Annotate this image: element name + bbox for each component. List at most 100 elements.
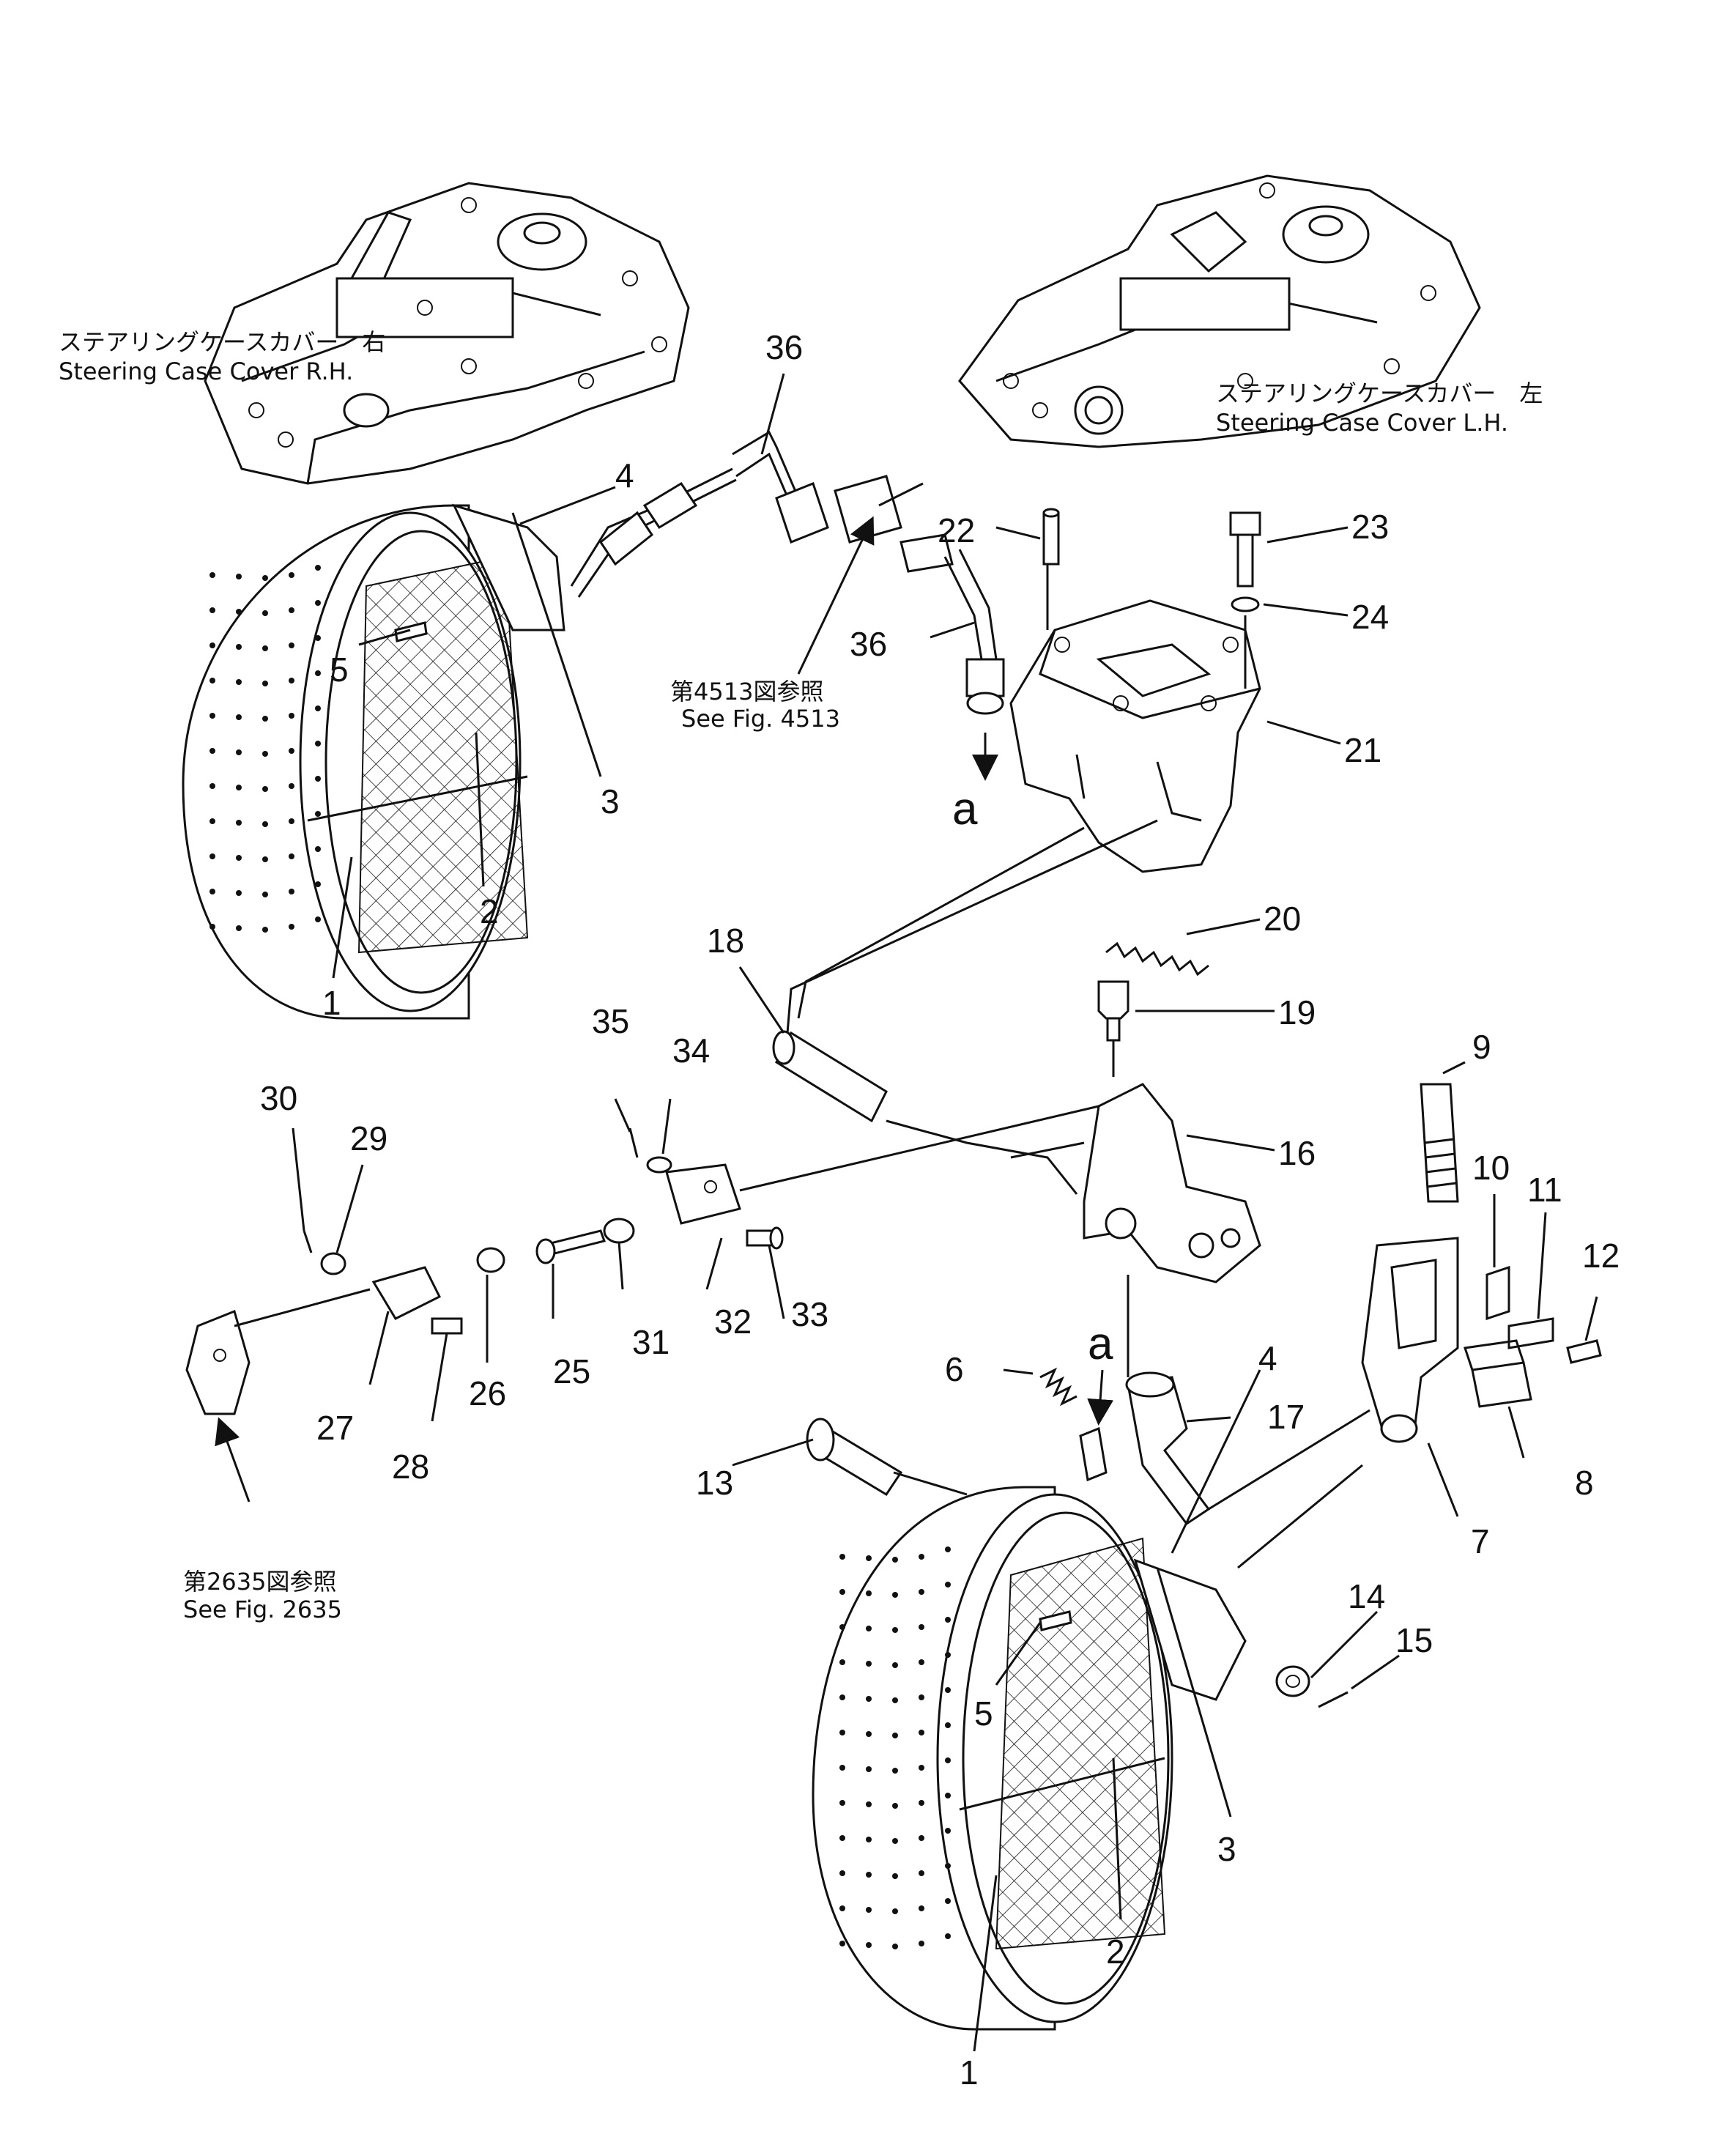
- band-hole: [839, 1554, 845, 1560]
- band-hole: [315, 811, 321, 817]
- callout-32: 32: [714, 1303, 752, 1341]
- band-hole: [262, 681, 268, 686]
- callout-4-lower: 4: [1258, 1339, 1277, 1377]
- clevis-27: [371, 1266, 442, 1320]
- band-hole: [236, 644, 242, 650]
- band-hole: [209, 818, 215, 824]
- band-hole: [315, 846, 321, 852]
- band-hole: [289, 713, 294, 719]
- callout-22: 22: [938, 511, 975, 549]
- pin-28: [431, 1317, 463, 1335]
- band-hole: [289, 607, 294, 613]
- brake-band-lower: [812, 1486, 1247, 2031]
- band-hole: [262, 610, 268, 616]
- arrows: [215, 516, 1114, 1503]
- callout-27: 27: [316, 1409, 354, 1447]
- band-hole: [289, 748, 294, 754]
- band-hole: [236, 749, 242, 755]
- band-hole: [892, 1768, 898, 1774]
- band-hole: [236, 925, 242, 931]
- callout-1-upper: 1: [322, 984, 341, 1022]
- cover-rh-note-jp: ステアリングケースカバー 右: [59, 328, 385, 356]
- callout-34: 34: [672, 1031, 710, 1070]
- band-hole: [315, 600, 321, 606]
- brake-band-upper: [182, 503, 565, 1020]
- band-hole: [209, 678, 215, 683]
- band-hole: [315, 565, 321, 571]
- band-hole: [945, 1757, 951, 1763]
- band-hole: [919, 1589, 924, 1595]
- band-hole: [919, 1554, 924, 1560]
- callout-5-upper: 5: [330, 651, 349, 689]
- band-hole: [945, 1863, 951, 1869]
- cover-rh-note-en: Steering Case Cover R.H.: [59, 358, 353, 385]
- band-hole: [839, 1730, 845, 1735]
- band-hole: [236, 574, 242, 579]
- band-hole: [892, 1944, 898, 1949]
- pin-33: [746, 1226, 784, 1250]
- band-hole: [839, 1659, 845, 1665]
- bolt-12: [1566, 1339, 1602, 1364]
- band-hole: [262, 716, 268, 722]
- band-hole: [945, 1687, 951, 1693]
- band-hole: [289, 678, 294, 683]
- band-hole: [315, 741, 321, 747]
- band-hole: [892, 1803, 898, 1809]
- band-holes-upper: [209, 565, 321, 933]
- washer-29: [320, 1252, 346, 1275]
- callout-3-upper: 3: [601, 782, 620, 820]
- band-hole: [209, 853, 215, 859]
- callout-2-upper: 2: [480, 892, 499, 930]
- band-hole: [839, 1765, 845, 1771]
- callout-labels: 1 2 3 4 5 36 36 22 23 24 21 20 19 18 35 …: [260, 328, 1620, 2092]
- callout-14: 14: [1348, 1577, 1385, 1615]
- band-hole: [945, 1793, 951, 1798]
- band-hole: [945, 1546, 951, 1552]
- washer-14: [1275, 1665, 1310, 1697]
- band-hole: [892, 1557, 898, 1563]
- band-hole: [945, 1582, 951, 1588]
- band-hole: [945, 1933, 951, 1939]
- band-hole: [919, 1941, 924, 1946]
- band-hole: [919, 1765, 924, 1771]
- callout-13: 13: [696, 1464, 733, 1502]
- band-hole: [892, 1627, 898, 1633]
- band-hole: [945, 1652, 951, 1658]
- band-hole: [866, 1590, 872, 1596]
- band-hole: [209, 889, 215, 894]
- callout-16: 16: [1278, 1134, 1316, 1172]
- callout-9: 9: [1472, 1028, 1491, 1066]
- callout-7: 7: [1471, 1522, 1490, 1560]
- bracket-10: [1485, 1265, 1510, 1321]
- callout-28: 28: [392, 1448, 429, 1486]
- band-hole: [209, 783, 215, 789]
- callout-30: 30: [260, 1079, 297, 1117]
- callout-1-lower: 1: [960, 2053, 979, 2092]
- band-hole: [866, 1661, 872, 1667]
- callout-5-lower: 5: [974, 1694, 993, 1733]
- band-hole: [209, 713, 215, 719]
- callout-18: 18: [707, 922, 744, 960]
- band-hole: [919, 1835, 924, 1841]
- band-hole: [866, 1837, 872, 1842]
- callout-24: 24: [1351, 598, 1389, 636]
- band-hole: [839, 1870, 845, 1876]
- band-hole: [866, 1801, 872, 1807]
- band-hole: [236, 714, 242, 720]
- callout-26: 26: [469, 1374, 506, 1412]
- band-hole: [919, 1624, 924, 1630]
- band-hole: [209, 607, 215, 613]
- nut-31: [603, 1218, 635, 1244]
- hose-assembly-upper: [570, 430, 1005, 715]
- link-7: [1361, 1237, 1459, 1443]
- band-hole: [209, 748, 215, 754]
- band-hole: [315, 881, 321, 887]
- band-hole: [289, 853, 294, 859]
- clevis-32: [665, 1163, 741, 1225]
- cotter-30: [303, 1230, 313, 1253]
- band-hole: [945, 1617, 951, 1623]
- pin-18: [772, 1030, 888, 1123]
- band-hole: [945, 1828, 951, 1834]
- band-hole: [262, 856, 268, 862]
